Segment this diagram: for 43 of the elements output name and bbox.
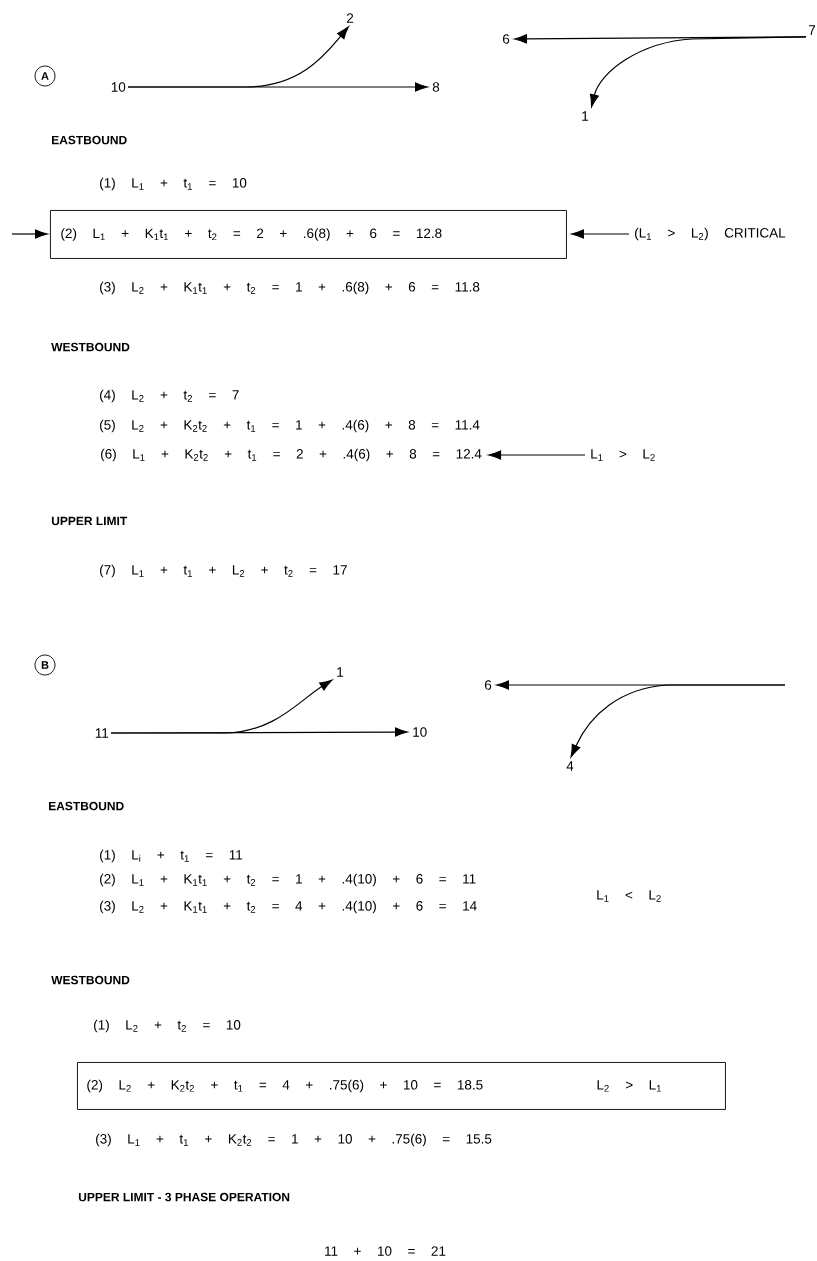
equation-text: 11 + 10 = 21 [325,1246,446,1256]
equation-text: (1) L$_{1}$ + t$_{1}$ = 10 [100,177,247,191]
volume-number: 10 [111,82,126,92]
equation-text: (6) L$_{1}$ + K$_{2}$t$_{2}$ + t$_{1}$ = 2 + .4(6) + 8 = 12.4 [101,448,482,462]
equation-text: L$_{1}$ < L$_{2}$ [597,890,661,902]
volume-number: 6 [485,680,492,690]
equation-box: (2) L$_{2}$ + K$_{2}$t$_{2}$ + t$_{1}$ = 4 + .75(6) + 10 = 18.5 L$_{2}$ > L$_{1}$ [77,1062,726,1110]
equation-text: (2) L$_{1}$ + K$_{1}$t$_{1}$ + t$_{2}$ = 1 + .4(10) + 6 = 11 [100,873,476,887]
equation-text: (1) L$_{i}$ + t$_{1}$ = 11 [100,849,243,863]
arrow [488,450,586,460]
section-heading: WESTBOUND [51,975,130,985]
arrow [589,36,807,108]
volume-number: 1 [582,111,589,121]
volume-number: 4 [566,761,574,771]
volume-number: 11 [95,728,109,738]
volume-number: 7 [808,25,816,35]
arrow [110,727,408,737]
section-heading: EASTBOUND [52,135,127,145]
equation-text: (L$_{1}$ > L$_{2}$) CRITICAL [635,227,786,241]
equation-box: (2) L$_{1}$ + K$_{1}$t$_{1}$ + t$_{2}$ = 2 + .6(8) + 6 = 12.8 [50,210,567,259]
section-heading: WESTBOUND [51,342,130,352]
circled-letter: A [34,65,56,87]
arrow [570,684,786,758]
section-heading: UPPER LIMIT - 3 PHASE OPERATION [78,1192,290,1202]
arrow [127,82,428,92]
section-heading: EASTBOUND [49,801,124,811]
arrow [11,229,48,239]
arrow [571,229,630,239]
volume-number: 2 [346,13,354,23]
equation-text: (3) L$_{1}$ + t$_{1}$ + K$_{2}$t$_{2}$ = 1 + 10 + .75(6) = 15.5 [96,1133,492,1147]
equation-text: (3) L$_{2}$ + K$_{1}$t$_{1}$ + t$_{2}$ = 1 + .6(8) + 6 = 11.8 [100,281,480,295]
volume-number: 6 [503,34,510,44]
equation-text: L$_{1}$ > L$_{2}$ [591,449,655,461]
volume-number: 10 [413,727,427,737]
equation-text: (4) L$_{2}$ + t$_{2}$ = 7 [100,389,239,403]
circled-letter: B [34,654,56,676]
equation-text: (5) L$_{2}$ + K$_{2}$t$_{2}$ + t$_{1}$ = 1 + .4(6) + 8 = 11.4 [100,419,480,433]
equation-text: (7) L$_{1}$ + t$_{1}$ + L$_{2}$ + t$_{2}$ = 17 [100,564,347,578]
section-heading: UPPER LIMIT [51,516,128,526]
volume-number: 1 [337,667,344,677]
volume-number: 8 [432,82,440,92]
equation-text: (1) L$_{2}$ + t$_{2}$ = 10 [94,1019,241,1033]
equation-text: (3) L$_{2}$ + K$_{1}$t$_{1}$ + t$_{2}$ = 4 + .4(10) + 6 = 14 [100,900,477,914]
